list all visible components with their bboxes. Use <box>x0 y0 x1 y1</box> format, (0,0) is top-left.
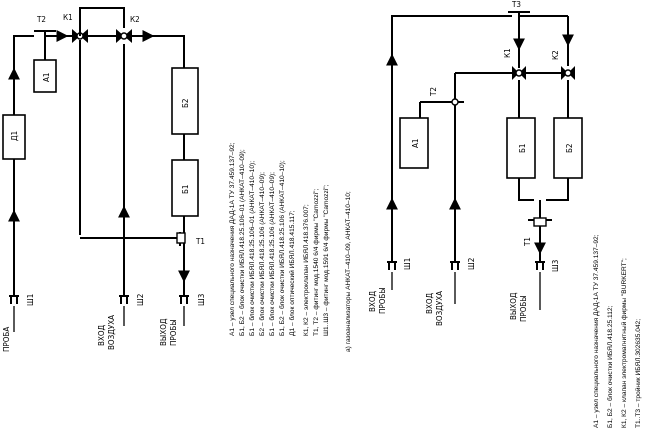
port-probe-out-a-1: ВЫХОД <box>159 318 168 346</box>
valve-k2 <box>116 29 132 43</box>
svg-text:Б1, Б2 – блок очистки ИБЯЛ.418: Б1, Б2 – блок очистки ИБЯЛ.418.25.106–01… <box>238 149 246 336</box>
label-b2-b: Б2 <box>565 143 574 153</box>
optical-block-d1 <box>2 114 26 160</box>
fitting-sh1-a <box>9 295 19 304</box>
port-probe-out-b-2: ПРОБЫ <box>519 295 528 322</box>
scheme-b: Т3 К1 К2 Т2 <box>368 0 642 428</box>
label-b1-a: Б1 <box>181 184 190 194</box>
port-probe-out-b-1: ВЫХОД <box>509 292 518 320</box>
port-probe-in-b-1: ВХОД <box>368 290 377 312</box>
svg-text:Д1 – блок оптический ИБЯЛ.418.: Д1 – блок оптический ИБЯЛ.418.415.117; <box>288 210 296 336</box>
svg-text:Б1 – блок очистки ИБЯЛ.418.25.: Б1 – блок очистки ИБЯЛ.418.25.106–01 (АН… <box>248 161 256 336</box>
label-t1-b: Т1 <box>523 237 532 247</box>
label-t1-a: Т1 <box>195 237 205 246</box>
special-unit-a1-b <box>399 117 429 169</box>
port-probe-out-a-2: ПРОБЫ <box>169 319 178 346</box>
port-probe-in-a: ПРОБА <box>2 327 11 352</box>
label-k2-b: К2 <box>551 50 560 60</box>
label-k1-b: К1 <box>503 48 512 58</box>
fitting-sh1-b <box>387 261 397 270</box>
label-b2-a: Б2 <box>181 98 190 108</box>
fitting-sh2-a <box>119 295 129 304</box>
label-sh3-b: Ш3 <box>551 260 560 272</box>
tee-t1-b <box>528 200 552 227</box>
svg-text:Т1..Т3 – тройник ИБЯЛ.302635.0: Т1..Т3 – тройник ИБЯЛ.302635.042; <box>634 319 642 428</box>
fitting-sh3-a <box>179 295 189 304</box>
label-t2-b: Т2 <box>429 87 438 97</box>
svg-text:А1 – узел специального назначе: А1 – узел специального назначения ДАД-1А… <box>593 234 600 428</box>
port-probe-in-b-2: ПРОБЫ <box>378 287 387 314</box>
svg-text:К1, К2 – клапан электромагнитн: К1, К2 – клапан электромагнитный фирмы "… <box>620 258 628 428</box>
fitting-sh3-b <box>535 261 545 270</box>
label-sh2-b: Ш2 <box>467 258 476 270</box>
legend-b: А1 – узел специального назначения ДАД-1А… <box>593 234 642 428</box>
label-a1: А1 <box>42 73 51 83</box>
label-a1-b: А1 <box>411 139 420 149</box>
label-t3: Т3 <box>511 0 521 9</box>
valve-k1-b <box>512 66 526 80</box>
cleaning-block-b1-b <box>506 117 536 179</box>
svg-text:Б1, Б2 – блок очистки ИБЯЛ.418: Б1, Б2 – блок очистки ИБЯЛ.418.25.112; <box>606 305 614 428</box>
port-air-in-b-2: ВОЗДУХА <box>435 291 444 326</box>
label-b1-b: Б1 <box>518 143 527 153</box>
port-air-in-b-1: ВХОД <box>425 292 434 314</box>
label-sh1-b: Ш1 <box>403 258 412 270</box>
svg-text:Б2 – блок очистки ИБЯЛ.418.25.: Б2 – блок очистки ИБЯЛ.418.25.106 (АНКАТ… <box>258 172 266 336</box>
cross-t2 <box>446 94 464 110</box>
label-d1: Д1 <box>10 131 19 141</box>
label-sh1-a: Ш1 <box>26 294 35 306</box>
tee-t2 <box>34 30 62 41</box>
cleaning-block-b2-b <box>553 117 583 179</box>
label-sh2-a: Ш2 <box>136 294 145 306</box>
label-sh3-a: Ш3 <box>197 294 206 306</box>
legend-a: А1 – узел специального назначения ДАД-1А… <box>229 142 352 352</box>
label-t2: Т2 <box>36 15 46 24</box>
port-air-in-a-2: ВОЗДУХА <box>107 315 116 350</box>
special-unit-a1 <box>33 59 57 93</box>
valve-k1 <box>72 29 88 43</box>
svg-text:А1 – узел специального назначе: А1 – узел специального назначения ДАД-1А… <box>229 142 236 336</box>
label-k1-a: К1 <box>63 13 73 22</box>
valve-k2-b <box>561 66 575 80</box>
svg-text:Б1 – блок очистки ИБЯЛ.418.25.: Б1 – блок очистки ИБЯЛ.418.25.106 (АНКАТ… <box>268 172 276 336</box>
scheme-a: Д1 Т2 А1 К1 К2 <box>2 7 352 352</box>
cleaning-block-b2 <box>171 67 199 135</box>
svg-text:Т1, Т2 – фитинг мод.1540 6/4 ф: Т1, Т2 – фитинг мод.1540 6/4 фирмы "Camo… <box>313 188 320 336</box>
label-k2-a: К2 <box>130 15 140 24</box>
tee-t1 <box>80 232 186 296</box>
svg-text:Б1, Б2 – блок очистки ИБЯЛ.418: Б1, Б2 – блок очистки ИБЯЛ.418.25.106 (А… <box>278 160 286 336</box>
cleaning-block-b1 <box>171 159 199 217</box>
tee-t3 <box>508 11 568 22</box>
port-air-in-a-1: ВХОД <box>97 324 106 346</box>
svg-text:Ш1..Ш3 – фитинг мод.1591 6/4 ф: Ш1..Ш3 – фитинг мод.1591 6/4 фирмы "Camo… <box>323 184 330 336</box>
fitting-sh2-b <box>450 261 460 270</box>
svg-text:К1, К2 – электроклапан ИБЯЛ.41: К1, К2 – электроклапан ИБЯЛ.418.376.007; <box>303 204 310 336</box>
caption-a: а) газоанализаторы АНКАТ–410–09, АНКАТ–4… <box>345 191 352 352</box>
